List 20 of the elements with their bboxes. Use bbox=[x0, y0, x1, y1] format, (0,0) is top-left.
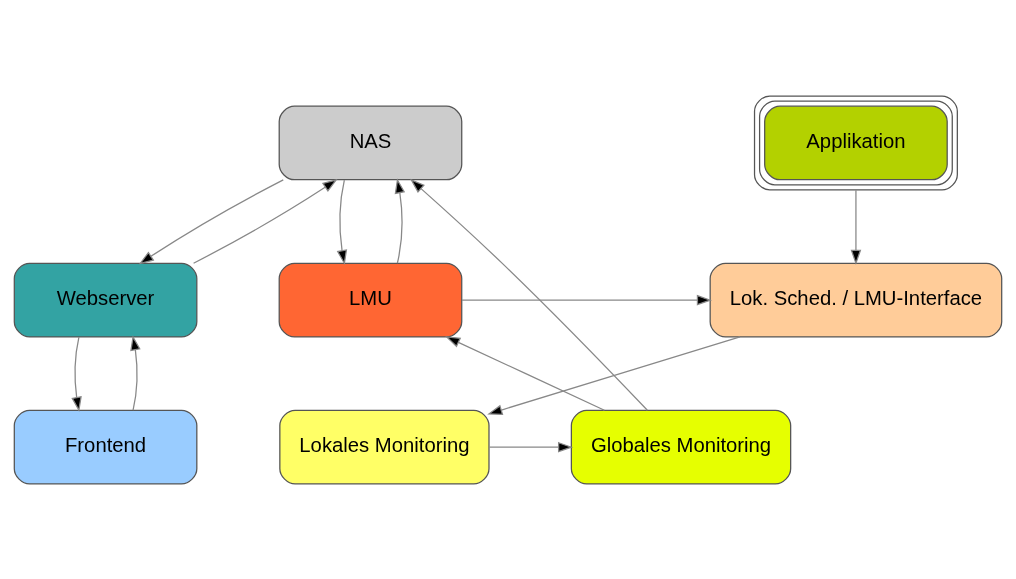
arrow bbox=[850, 189, 862, 265]
node-box: Globales Monitoring bbox=[570, 409, 792, 485]
node-box: NAS bbox=[278, 105, 463, 180]
node-box: Webserver bbox=[13, 262, 198, 338]
arrow bbox=[192, 178, 338, 264]
node-box: Applikation bbox=[753, 94, 958, 190]
arrow bbox=[130, 334, 141, 411]
arrow bbox=[488, 441, 574, 452]
node-box: Frontend bbox=[13, 409, 198, 485]
arrow bbox=[461, 294, 713, 305]
arrow bbox=[487, 335, 741, 415]
node-box: LMU bbox=[278, 262, 463, 338]
arrow bbox=[138, 178, 284, 264]
arrow bbox=[71, 336, 82, 412]
arrow bbox=[445, 335, 606, 411]
arrow bbox=[410, 178, 648, 411]
node-box: Lok. Sched. / LMU-Interface bbox=[709, 262, 1003, 338]
node-box: Lokales Monitoring bbox=[279, 409, 490, 485]
arrow bbox=[394, 177, 406, 264]
arrow bbox=[336, 178, 348, 265]
